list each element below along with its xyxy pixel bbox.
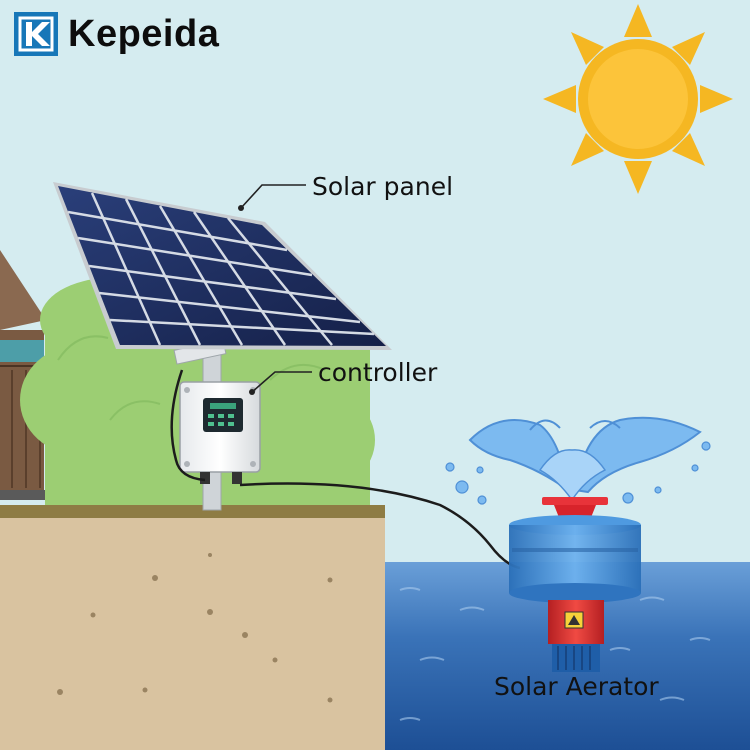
bushes-outline [57, 335, 326, 421]
water-ripples [399, 587, 711, 721]
fountain-spray [445, 416, 711, 505]
solar-aerator-label: Solar Aerator [494, 672, 659, 701]
ground [0, 505, 385, 750]
aerator-cable [239, 482, 521, 570]
solar-panel-leader [240, 184, 306, 209]
panel-cable [170, 369, 206, 482]
solar-panel-label: Solar panel [312, 172, 454, 201]
sun-icon [543, 4, 733, 194]
controller-label: controller [318, 358, 438, 387]
brand: Kepeida [14, 12, 219, 56]
controller-box [179, 381, 261, 484]
solar-aerator [509, 497, 641, 672]
solar-panel [53, 182, 392, 350]
kepeida-k-logo-icon [14, 12, 58, 56]
controller-leader [251, 371, 312, 393]
brand-name: Kepeida [68, 12, 220, 55]
